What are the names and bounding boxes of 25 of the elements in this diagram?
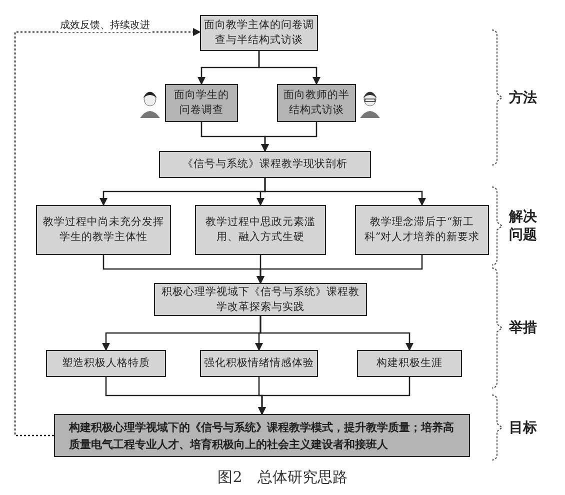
arrow: [261, 122, 318, 152]
arrow: [264, 178, 426, 206]
stage-label: 目标: [508, 418, 538, 436]
arrow: [256, 255, 423, 284]
process-box: 构建积极心理学视域下的《信号与系统》课程教学模式，提升教学质量；培养高质量电气工程专业人才、培育积极向上的社会主义建设者和接班人: [54, 414, 470, 457]
process-box: 强化积极情绪情感体验: [200, 350, 318, 377]
process-box: 教学过程中尚未充分发挥学生的教学主体性: [36, 205, 171, 255]
process-box: 构建积极生涯: [357, 350, 462, 377]
arrow: [258, 377, 410, 415]
stage-label: 解决问题: [508, 208, 538, 244]
arrow: [258, 51, 320, 85]
edge-label: 成效反馈、持续改进: [58, 18, 152, 32]
process-box: 面向学生的问卷调查: [165, 84, 238, 122]
figure-caption: 图2 总体研究思路: [216, 468, 348, 487]
process-box: 教学过程中思政元素滥用、融入方式生硬: [195, 205, 326, 255]
process-box: 教学理念滞后于“新工科”对人才培养的新要求: [355, 205, 489, 255]
process-box: 塑造积极人格特质: [46, 350, 166, 377]
process-box: 《信号与系统》课程教学现状剖析: [159, 151, 371, 178]
process-box: 面向教师的半结构式访谈: [277, 84, 356, 122]
arrow: [260, 316, 414, 351]
stage-label: 举措: [508, 319, 538, 337]
dotted-arrow: [14, 28, 201, 436]
process-box: 面向教学主体的问卷调查与半结构式访谈: [200, 15, 318, 51]
process-box: 积极心理学视域下《信号与系统》课程教学改革探索与实践: [154, 283, 367, 316]
stage-label: 方法: [508, 88, 538, 106]
